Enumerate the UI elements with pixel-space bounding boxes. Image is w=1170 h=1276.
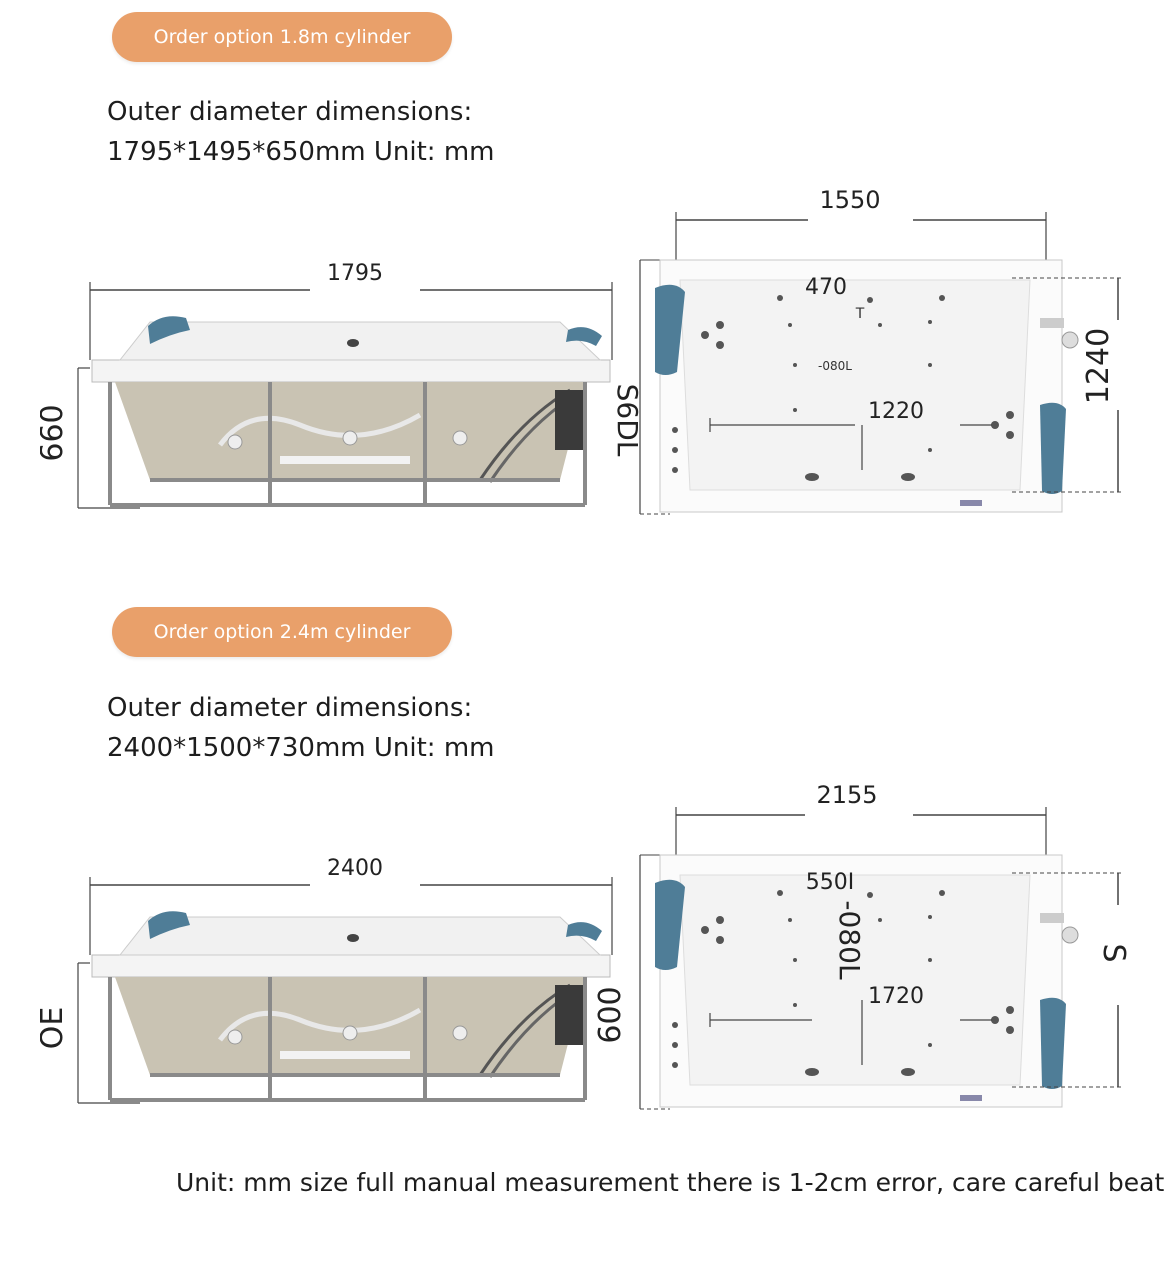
side-height-label-1: 660: [40, 404, 70, 461]
dimensions-heading-2: Outer diameter dimensions:: [107, 693, 473, 723]
footer-note: Unit: mm size full manual measurement th…: [176, 1168, 1165, 1197]
side-right-label-2: 600: [593, 986, 628, 1043]
top-width-label-1: 1550: [819, 186, 880, 214]
order-option-1-button[interactable]: Order option 1.8m cylinder: [112, 12, 452, 62]
dimensions-value-2: 2400*1500*730mm Unit: mm: [107, 733, 495, 763]
top-center-label-2: -080L: [833, 900, 866, 980]
top-small-label-1: T: [855, 306, 865, 322]
top-center-label-1: -080L: [818, 359, 852, 373]
dimensions-value-1: 1795*1495*650mm Unit: mm: [107, 137, 495, 167]
top-width-label-2: 2155: [816, 781, 877, 809]
option-section-1: Order option 1.8m cylinder Outer diamete…: [0, 0, 1170, 580]
side-view-diagram-1: 1795 660 S6DL: [40, 258, 644, 509]
top-inner-length-label-1: 1220: [868, 399, 924, 424]
top-depth-label-2: S: [1096, 943, 1131, 962]
top-depth-label-1: 1240: [1081, 328, 1116, 404]
side-view-diagram-2: 2400 OE 600: [40, 853, 628, 1104]
side-height-label-2: OE: [40, 1007, 70, 1050]
top-view-diagram-1: 1550 470 T -080L 1220: [639, 182, 1122, 515]
side-right-label-1: S6DL: [611, 384, 644, 457]
side-length-label-1: 1795: [327, 261, 383, 286]
option-section-2: Order option 2.4m cylinder Outer diamete…: [0, 595, 1170, 1155]
dimensions-heading-1: Outer diameter dimensions:: [107, 97, 473, 127]
side-length-label-2: 2400: [327, 856, 383, 881]
order-option-2-button[interactable]: Order option 2.4m cylinder: [112, 607, 452, 657]
top-inner-label-1: 470: [805, 275, 847, 300]
top-view-diagram-2: 2155 550I -080L 1720 S: [639, 777, 1131, 1110]
top-inner-length-label-2: 1720: [868, 984, 924, 1009]
top-inner-label-2: 550I: [806, 870, 854, 895]
